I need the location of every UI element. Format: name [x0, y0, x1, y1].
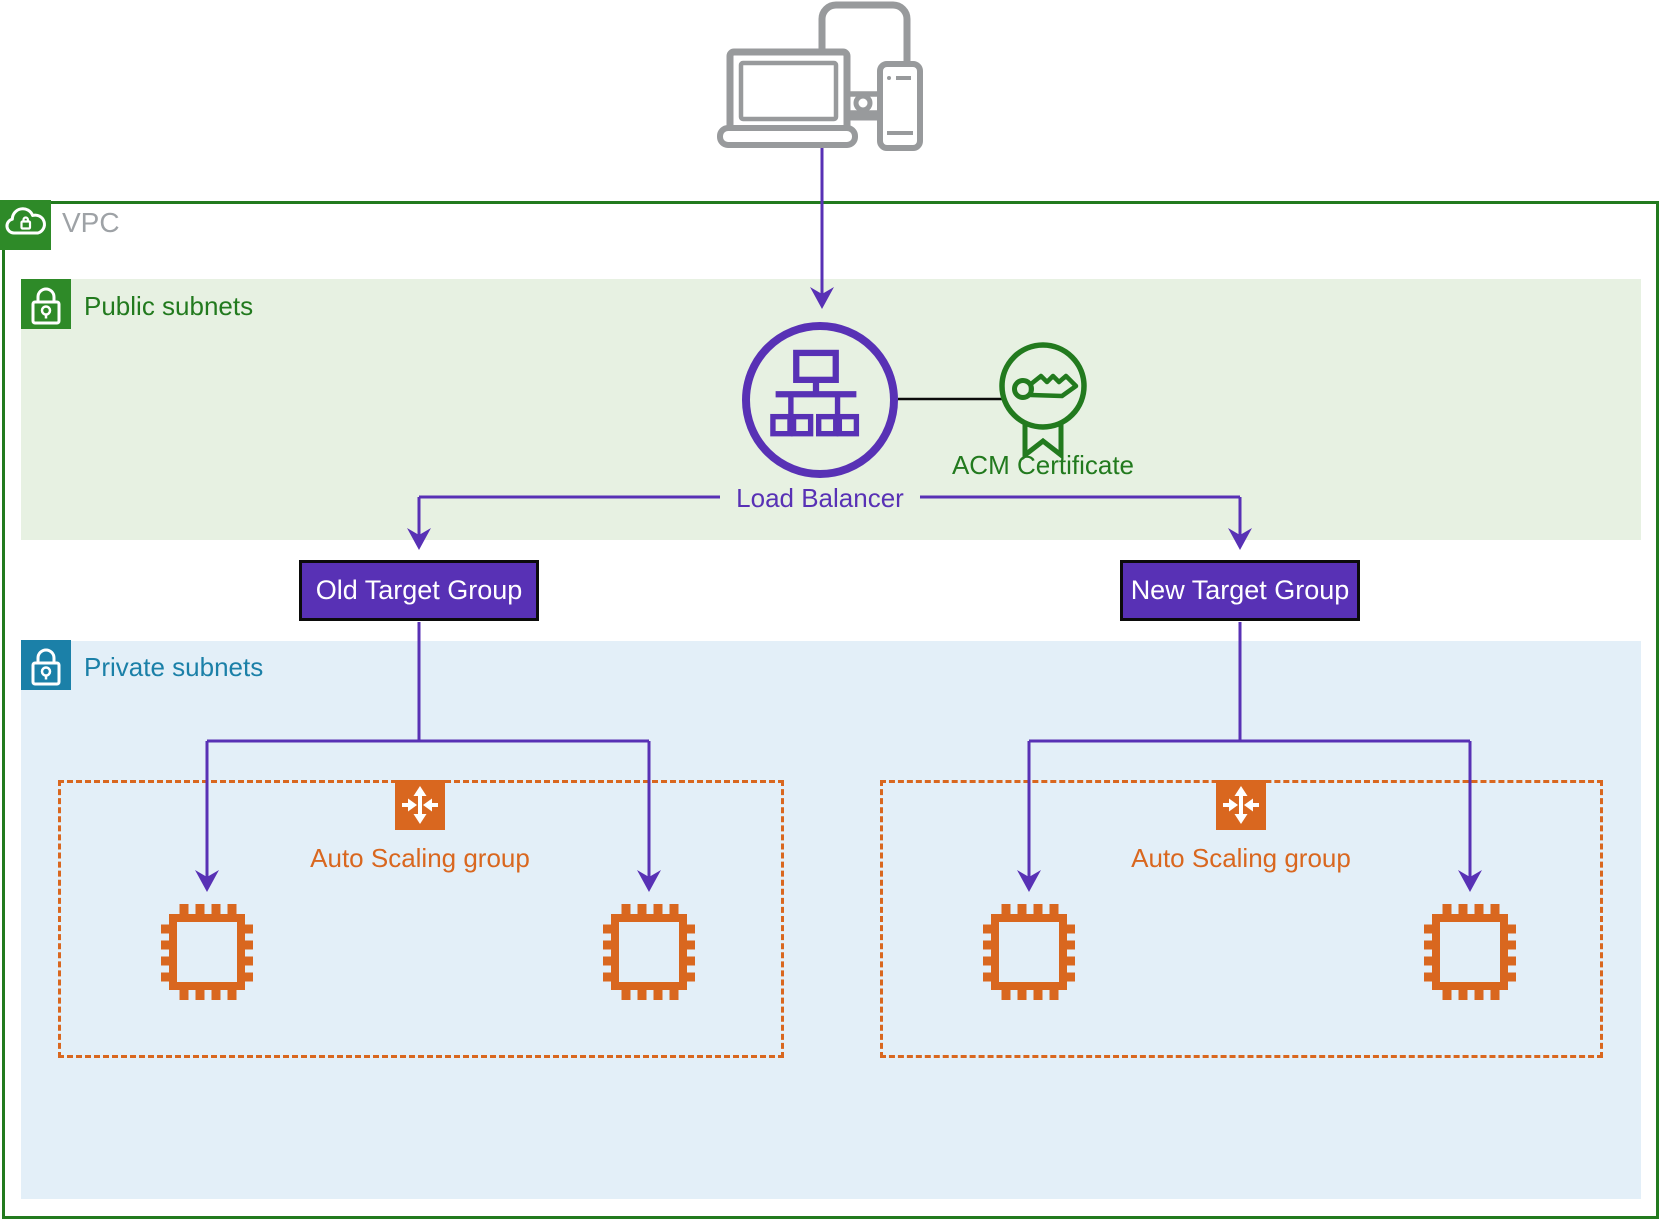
load-balancer-label: Load Balancer	[720, 481, 920, 516]
cloud-lock-icon	[5, 207, 46, 235]
private-subnets-badge	[21, 640, 71, 690]
old-target-group-label: Old Target Group	[315, 575, 523, 605]
new-target-group-node: New Target Group	[1120, 560, 1360, 621]
vpc-badge	[0, 200, 51, 250]
client-devices-icon	[680, 0, 940, 152]
private-subnets-label: Private subnets	[84, 652, 264, 682]
acm-certificate-label: ACM Certificate	[951, 450, 1135, 480]
public-subnets-badge	[21, 279, 71, 329]
public-subnets-label: Public subnets	[84, 291, 254, 321]
auto-scaling-arrows-icon	[1216, 780, 1266, 830]
ec2-chip-icon	[981, 902, 1077, 1002]
load-balancer-node	[742, 322, 898, 478]
lock-icon	[31, 287, 61, 325]
new-target-group-label: New Target Group	[1130, 575, 1350, 605]
vpc-label: VPC	[62, 207, 120, 238]
ec2-chip-icon	[1422, 902, 1518, 1002]
acm-certificate-icon	[995, 338, 1091, 462]
ec2-chip-icon	[601, 902, 697, 1002]
auto-scaling-arrows-icon	[395, 780, 445, 830]
private-subnets-band	[21, 641, 1641, 1199]
auto-scaling-group-left-label: Auto Scaling group	[310, 843, 530, 873]
old-target-group-node: Old Target Group	[299, 560, 539, 621]
load-balancer-icon	[770, 349, 860, 437]
auto-scaling-group-right-label: Auto Scaling group	[1131, 843, 1351, 873]
lock-icon	[31, 648, 61, 686]
ec2-chip-icon	[159, 902, 255, 1002]
